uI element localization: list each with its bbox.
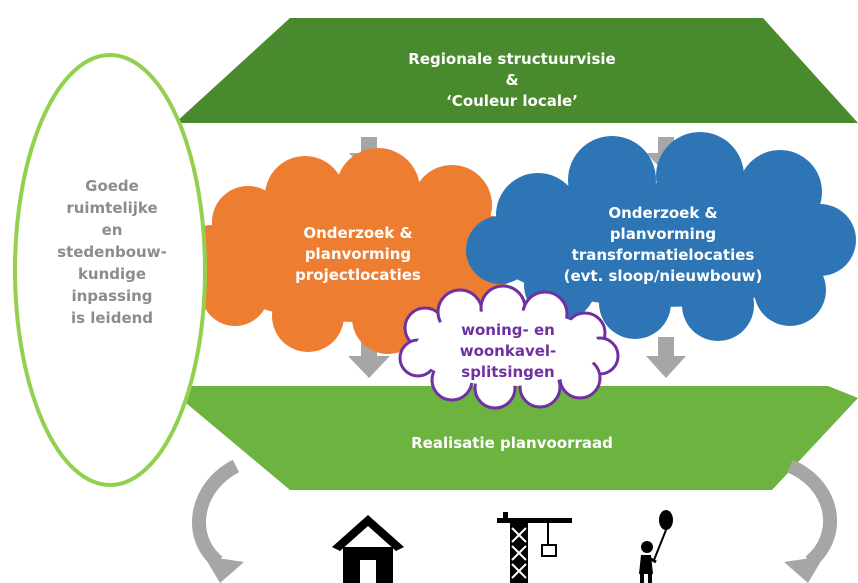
cloud-small-line-3: splitsingen bbox=[461, 363, 554, 381]
cloud-orange-line-3: projectlocaties bbox=[295, 266, 421, 284]
arrow-down-icon bbox=[348, 337, 390, 378]
top-banner-line-2: & bbox=[505, 71, 518, 89]
top-banner-line-1: Regionale structuurvisie bbox=[408, 50, 615, 68]
side-oval: Goede ruimtelijke en stedenbouw- kundige… bbox=[13, 53, 207, 487]
house-icon bbox=[332, 515, 404, 583]
cloud-blue-line-2: planvorming bbox=[610, 225, 716, 243]
cloud-orange-line-1: Onderzoek & bbox=[303, 224, 412, 242]
curved-arrow-left-icon bbox=[192, 459, 244, 583]
cloud-orange-line-2: planvorming bbox=[305, 245, 411, 263]
side-oval-line-3: en bbox=[102, 221, 123, 239]
curved-arrow-right-icon bbox=[784, 459, 838, 583]
top-banner-line-3: ‘Couleur locale’ bbox=[446, 92, 578, 110]
person-balloon-icon bbox=[639, 510, 673, 583]
cloud-small-line-1: woning- en bbox=[461, 321, 555, 339]
side-oval-line-7: is leidend bbox=[71, 309, 153, 327]
side-oval-line-6: inpassing bbox=[71, 287, 152, 305]
top-banner: Regionale structuurvisie & ‘Couleur loca… bbox=[175, 18, 858, 123]
cloud-splitsingen: woning- en woonkavel- splitsingen bbox=[398, 284, 620, 410]
side-oval-line-1: Goede bbox=[85, 177, 139, 195]
side-oval-line-4: stedenbouw- bbox=[57, 243, 167, 261]
arrow-down-icon bbox=[646, 337, 686, 378]
cloud-transformatielocaties: Onderzoek & planvorming transformatieloc… bbox=[466, 132, 856, 341]
cloud-small-line-2: woonkavel- bbox=[460, 342, 557, 360]
bottom-banner: Realisatie planvoorraad bbox=[180, 386, 858, 490]
cloud-blue-line-1: Onderzoek & bbox=[608, 204, 717, 222]
crane-icon bbox=[497, 512, 572, 583]
side-oval-line-5: kundige bbox=[78, 265, 146, 283]
cloud-blue-line-3: transformatielocaties bbox=[572, 246, 755, 264]
bottom-banner-label: Realisatie planvoorraad bbox=[411, 434, 613, 452]
cloud-blue-line-4: (evt. sloop/nieuwbouw) bbox=[564, 267, 763, 285]
side-oval-line-2: ruimtelijke bbox=[66, 199, 157, 217]
